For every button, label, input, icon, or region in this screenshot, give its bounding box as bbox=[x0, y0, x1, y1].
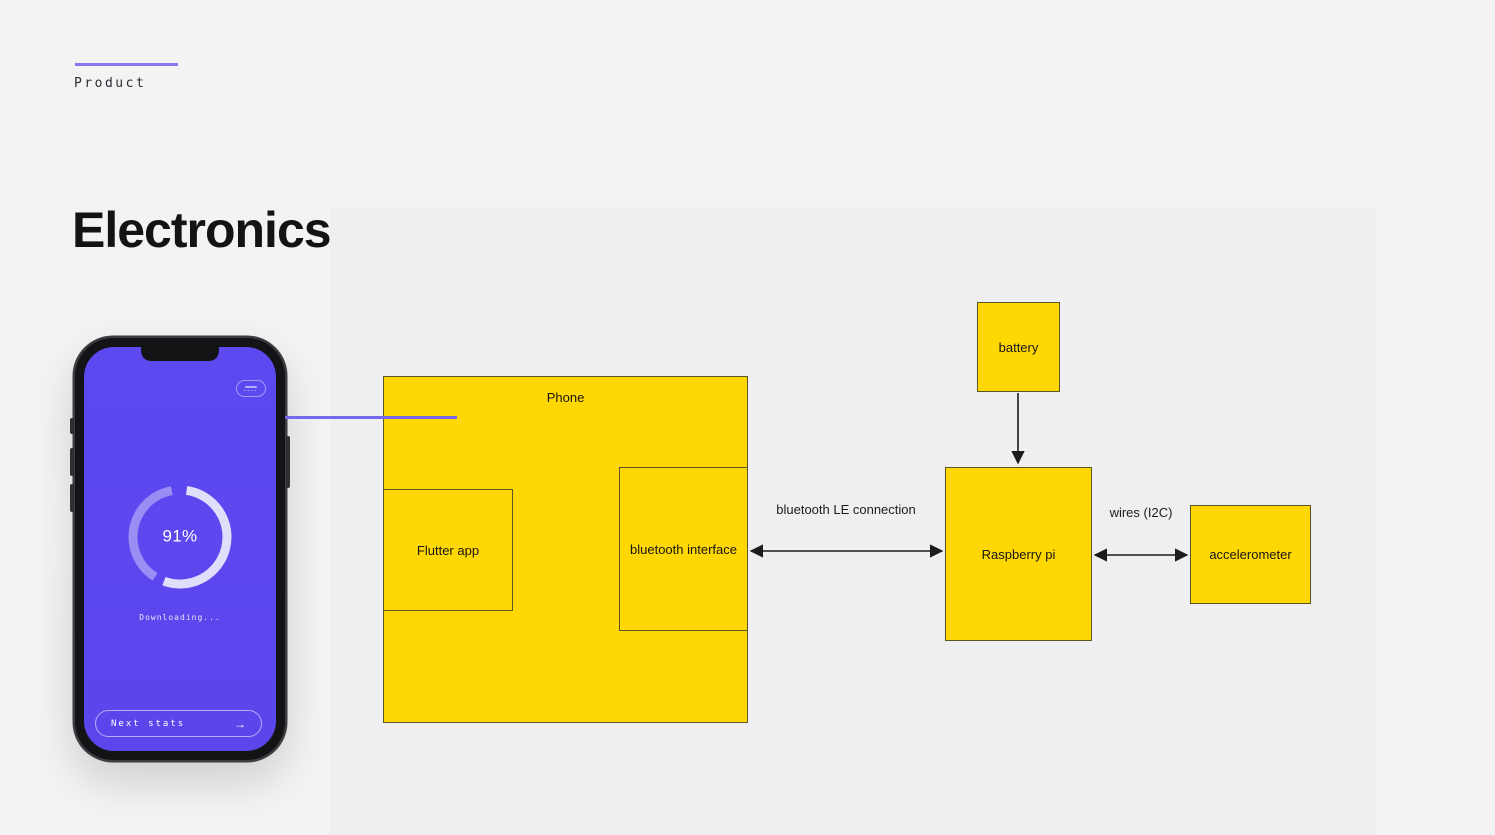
phone-mute-switch bbox=[70, 418, 74, 434]
node-label-battery: battery bbox=[998, 339, 1039, 355]
status-text: Downloading... bbox=[139, 613, 221, 622]
diagram-node-battery: battery bbox=[977, 302, 1060, 392]
phone-notch bbox=[141, 347, 219, 361]
diagram-node-accelerometer: accelerometer bbox=[1190, 505, 1311, 604]
next-stats-label: Next stats bbox=[111, 718, 186, 729]
diagram-node-flutter-app: Flutter app bbox=[383, 489, 513, 611]
page-title: Electronics bbox=[72, 202, 332, 258]
eyebrow-accent-line bbox=[75, 63, 178, 66]
phone-diagram-connector-line bbox=[285, 416, 457, 419]
node-label-flutter-app: Flutter app bbox=[416, 542, 480, 558]
diagram-node-raspberry-pi: Raspberry pi bbox=[945, 467, 1092, 641]
progress-ring: 91% bbox=[128, 485, 232, 589]
phone-volume-down-button bbox=[70, 484, 74, 512]
progress-arc-dim bbox=[128, 486, 173, 581]
node-label-phone: Phone bbox=[546, 390, 585, 405]
menu-dots-icon bbox=[244, 389, 258, 392]
edge-label-bluetooth-le-connection: bluetooth LE connection bbox=[776, 502, 916, 517]
phone-power-button bbox=[286, 436, 290, 488]
phone-screen: 91% Downloading... Next stats → bbox=[84, 347, 276, 751]
diagram-node-bluetooth-interface: bluetooth interface bbox=[619, 467, 748, 631]
edge-label-wires-i2c: wires (I2C) bbox=[1109, 505, 1173, 520]
phone-mockup: 91% Downloading... Next stats → bbox=[70, 338, 290, 760]
progress-percent: 91% bbox=[162, 526, 198, 546]
stats-menu-button[interactable] bbox=[236, 380, 266, 397]
phone-volume-up-button bbox=[70, 448, 74, 476]
next-stats-button[interactable]: Next stats → bbox=[95, 710, 262, 737]
node-label-raspberry-pi: Raspberry pi bbox=[981, 546, 1056, 562]
diagram-panel: Phone Flutter app bluetooth interface ba… bbox=[330, 207, 1375, 835]
arrow-right-icon: → bbox=[234, 716, 246, 731]
node-label-accelerometer: accelerometer bbox=[1209, 547, 1292, 562]
menu-dash-icon bbox=[245, 385, 257, 388]
eyebrow-label: Product bbox=[74, 76, 147, 91]
node-label-bluetooth-interface: bluetooth interface bbox=[630, 541, 737, 557]
progress-arc-bright bbox=[162, 486, 232, 589]
